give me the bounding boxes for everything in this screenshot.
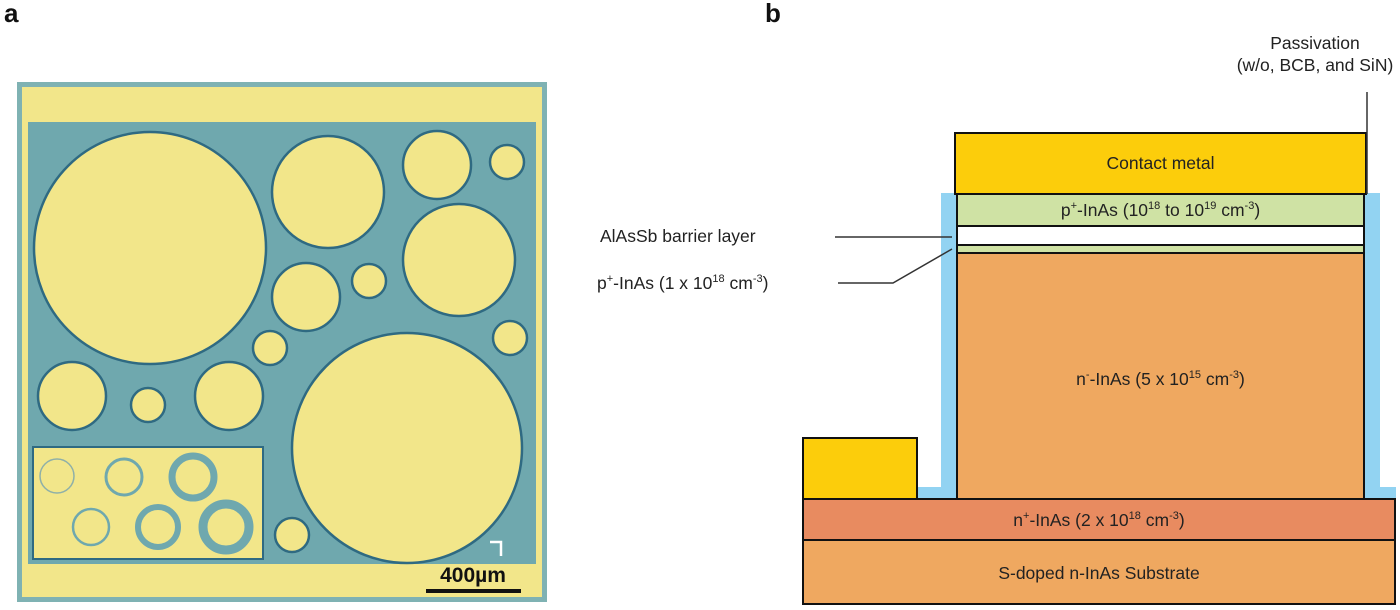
p-top-base: p (1060, 200, 1071, 220)
substrate-label: S-doped n-InAs Substrate (998, 563, 1200, 583)
thin-p-end: ) (762, 273, 769, 293)
panel-a-label: a (4, 0, 19, 28)
passivation-label-line2: (w/o, BCB, and SiN) (1236, 54, 1394, 75)
thin-p-exp: 18 (712, 273, 725, 285)
panel-b-label: b (765, 0, 781, 28)
mesa-circle (290, 331, 524, 565)
mesa-circle (273, 516, 311, 554)
passivation-layer (918, 193, 1396, 499)
layer-n-minus (956, 252, 1365, 500)
p-top-sup: + (1070, 200, 1078, 212)
n-minus-unit: cm (1201, 369, 1230, 389)
ring (39, 458, 75, 494)
ring (168, 452, 218, 502)
mesa-circle (270, 261, 342, 333)
n-minus-exp: 15 (1188, 369, 1202, 381)
mesa-circle (401, 202, 517, 318)
p-top-exp2: 19 (1204, 200, 1217, 212)
barrier-label: AlAsSb barrier layer (600, 226, 756, 246)
layer-substrate (802, 539, 1396, 605)
p-top-mid: -InAs (10 (1077, 200, 1149, 220)
n-plus-exp: 18 (1128, 510, 1141, 522)
thin-p-unit-exp: -3 (752, 273, 763, 285)
mesa-circle (488, 143, 526, 181)
thin-p-base: p (597, 273, 607, 293)
n-minus-label: n--InAs (5 x 1015 cm-3) (957, 369, 1364, 389)
n-plus-unit-exp: -3 (1169, 510, 1179, 522)
top-contact-metal (954, 132, 1367, 195)
mesa-circle (193, 360, 265, 432)
ring (71, 507, 111, 547)
n-plus-label: n+-InAs (2 x 1018 cm-3) (803, 510, 1395, 530)
ring (135, 504, 181, 550)
mesa-circle (491, 319, 529, 357)
p-top-unit-exp: -3 (1244, 200, 1255, 212)
mesa-circle (36, 360, 108, 432)
contact-metal-label: Contact metal (1106, 153, 1215, 173)
p-plus-top-label: p+-InAs (1018 to 1019 cm-3) (957, 200, 1364, 220)
thin-p-leader (838, 248, 953, 284)
layer-p-plus-thin (956, 244, 1365, 254)
p-top-exp1: 18 (1148, 200, 1161, 212)
p-top-unit: cm (1216, 200, 1245, 220)
mesa-circle (350, 262, 388, 300)
mesa-circle (129, 386, 167, 424)
n-minus-base: n (1076, 369, 1086, 389)
p-top-mid2: to 10 (1160, 200, 1205, 220)
mesa-circle (401, 129, 473, 201)
n-minus-mid: -InAs (5 x 10 (1089, 369, 1189, 389)
n-minus-unit-exp: -3 (1229, 369, 1240, 381)
n-minus-end: ) (1239, 369, 1245, 389)
n-plus-sup: + (1023, 510, 1030, 522)
n-plus-end: ) (1178, 510, 1185, 530)
thin-p-label: p+-InAs (1 x 1018 cm-3) (597, 273, 769, 293)
n-plus-base: n (1013, 510, 1023, 530)
micrograph: 400µm (17, 82, 547, 602)
n-minus-sup: - (1085, 369, 1090, 381)
n-plus-mid: -InAs (2 x 10 (1029, 510, 1129, 530)
thin-p-unit: cm (724, 273, 753, 293)
mesa-circle (270, 134, 386, 250)
bottom-contact (802, 437, 918, 500)
passivation-label: Passivation (w/o, BCB, and SiN) (1230, 33, 1400, 75)
thin-p-mid: -InAs (1 x 10 (613, 273, 713, 293)
corner-marker (490, 540, 503, 556)
ring (198, 499, 254, 555)
mesa-circle (32, 130, 268, 366)
mesa-circles (32, 129, 529, 565)
p-top-end: ) (1254, 200, 1261, 220)
ring-structures (39, 452, 254, 555)
passivation-label-line1: Passivation (1270, 33, 1360, 53)
layer-barrier (956, 225, 1365, 246)
thin-p-sup: + (606, 273, 614, 285)
n-plus-unit: cm (1140, 510, 1170, 530)
ring (104, 457, 144, 497)
layer-n-plus (802, 498, 1396, 541)
scale-bar (426, 589, 521, 593)
scale-bar-label: 400µm (440, 564, 506, 587)
mesa-circle (251, 329, 289, 367)
